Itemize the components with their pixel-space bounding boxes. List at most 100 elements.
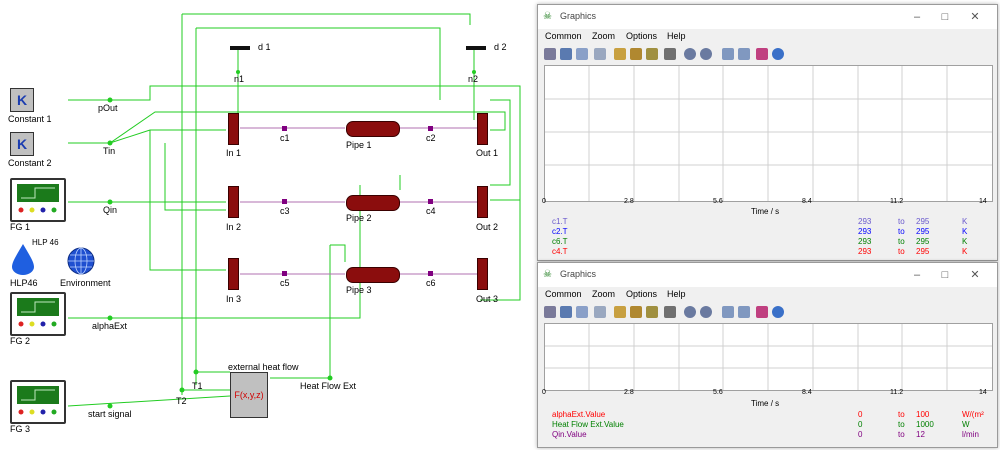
graphics-window-1[interactable]: ☠ Graphics – □ ✕ Common Zoom Options Hel… bbox=[537, 4, 998, 261]
help-icon[interactable] bbox=[772, 48, 784, 60]
d1-block[interactable] bbox=[230, 46, 250, 50]
fg-2-block[interactable] bbox=[10, 292, 66, 336]
step-signal-icon bbox=[21, 187, 55, 199]
x-tick-2: 5.6 bbox=[713, 389, 723, 396]
table-icon[interactable] bbox=[594, 306, 606, 318]
fg-led-icons bbox=[18, 409, 57, 415]
fg-3-label: FG 3 bbox=[10, 424, 31, 434]
layout-icon[interactable] bbox=[722, 306, 734, 318]
help-icon[interactable] bbox=[772, 306, 784, 318]
menu-bar: Common Zoom Options Help bbox=[538, 29, 997, 45]
in-1-block[interactable] bbox=[228, 113, 239, 145]
menu-common[interactable]: Common bbox=[545, 289, 582, 299]
menu-options[interactable]: Options bbox=[626, 31, 658, 41]
pipe-2-block[interactable] bbox=[346, 195, 400, 211]
menu-help[interactable]: Help bbox=[667, 289, 686, 299]
fg-1-block[interactable] bbox=[10, 178, 66, 222]
c6-label: c6 bbox=[426, 278, 436, 288]
out-1-block[interactable] bbox=[477, 113, 488, 145]
copy-icon[interactable] bbox=[576, 48, 588, 60]
minimize-icon[interactable]: – bbox=[913, 269, 921, 281]
menu-common[interactable]: Common bbox=[545, 31, 582, 41]
menu-options[interactable]: Options bbox=[626, 289, 658, 299]
zoom-in-icon[interactable] bbox=[684, 48, 696, 60]
zoom-out-icon[interactable] bbox=[700, 306, 712, 318]
menu-help[interactable]: Help bbox=[667, 31, 686, 41]
pipe-1-block[interactable] bbox=[346, 121, 400, 137]
graphics-window-2[interactable]: ☠ Graphics – □ ✕ Common Zoom Options Hel… bbox=[537, 262, 998, 448]
maximize-icon[interactable]: □ bbox=[941, 11, 949, 23]
globe-icon[interactable] bbox=[66, 246, 96, 276]
constant-2-label: Constant 2 bbox=[8, 158, 52, 168]
x-tick-4: 11.2 bbox=[890, 389, 904, 396]
export-icon[interactable] bbox=[614, 306, 626, 318]
zoom-out-icon[interactable] bbox=[700, 48, 712, 60]
x-tick-2: 5.6 bbox=[713, 198, 723, 205]
c1-label: c1 bbox=[280, 133, 290, 143]
d2-block[interactable] bbox=[466, 46, 486, 50]
x-tick-1: 2.8 bbox=[624, 198, 634, 205]
menu-zoom[interactable]: Zoom bbox=[592, 31, 616, 41]
in-3-label: In 3 bbox=[226, 294, 242, 304]
export-icon[interactable] bbox=[614, 48, 626, 60]
environment-label: Environment bbox=[60, 278, 111, 288]
external-heat-flow-label: external heat flow bbox=[228, 362, 299, 372]
toolbar bbox=[538, 303, 997, 321]
x-tick-4: 11.2 bbox=[890, 198, 904, 205]
plot-area[interactable] bbox=[544, 323, 993, 391]
import-icon[interactable] bbox=[630, 48, 642, 60]
zoom-in-icon[interactable] bbox=[684, 306, 696, 318]
fg-1-label: FG 1 bbox=[10, 222, 31, 232]
layout-icon[interactable] bbox=[722, 48, 734, 60]
c5-label: c5 bbox=[280, 278, 290, 288]
plot-area[interactable] bbox=[544, 65, 993, 202]
out-3-block[interactable] bbox=[477, 258, 488, 290]
close-icon[interactable]: ✕ bbox=[970, 11, 980, 23]
grid-icon[interactable] bbox=[738, 306, 750, 318]
fg-3-block[interactable] bbox=[10, 380, 66, 424]
print-icon[interactable] bbox=[544, 48, 556, 60]
in-3-block[interactable] bbox=[228, 258, 239, 290]
hlp46-drop-icon[interactable] bbox=[8, 242, 38, 276]
fg-2-label: FG 2 bbox=[10, 336, 31, 346]
maximize-icon[interactable]: □ bbox=[941, 269, 949, 281]
fft-icon[interactable] bbox=[664, 48, 676, 60]
chart-icon[interactable] bbox=[756, 48, 768, 60]
fft-icon[interactable] bbox=[664, 306, 676, 318]
fxyz-block[interactable]: F(x,y,z) bbox=[230, 372, 268, 418]
fg-led-icons bbox=[18, 207, 57, 213]
constant-2-block[interactable]: K bbox=[10, 132, 34, 156]
settings-icon[interactable] bbox=[646, 306, 658, 318]
pipe-2-label: Pipe 2 bbox=[346, 213, 372, 223]
t2-label: T2 bbox=[176, 396, 187, 406]
menu-zoom[interactable]: Zoom bbox=[592, 289, 616, 299]
settings-icon[interactable] bbox=[646, 48, 658, 60]
constant-1-label: Constant 1 bbox=[8, 114, 52, 124]
in-2-block[interactable] bbox=[228, 186, 239, 218]
save-icon[interactable] bbox=[560, 48, 572, 60]
close-icon[interactable]: ✕ bbox=[970, 269, 980, 281]
chart-icon[interactable] bbox=[756, 306, 768, 318]
x-tick-1: 2.8 bbox=[624, 389, 634, 396]
window-title-bar[interactable]: ☠ Graphics – □ ✕ bbox=[538, 5, 997, 29]
pipe-3-block[interactable] bbox=[346, 267, 400, 283]
window-title-bar[interactable]: ☠ Graphics – □ ✕ bbox=[538, 263, 997, 287]
constant-1-block[interactable]: K bbox=[10, 88, 34, 112]
out-3-label: Out 3 bbox=[476, 294, 499, 304]
tin-label: Tin bbox=[103, 146, 116, 156]
minimize-icon[interactable]: – bbox=[913, 11, 921, 23]
save-icon[interactable] bbox=[560, 306, 572, 318]
print-icon[interactable] bbox=[544, 306, 556, 318]
out-2-block[interactable] bbox=[477, 186, 488, 218]
copy-icon[interactable] bbox=[576, 306, 588, 318]
grid-icon[interactable] bbox=[738, 48, 750, 60]
import-icon[interactable] bbox=[630, 306, 642, 318]
table-icon[interactable] bbox=[594, 48, 606, 60]
